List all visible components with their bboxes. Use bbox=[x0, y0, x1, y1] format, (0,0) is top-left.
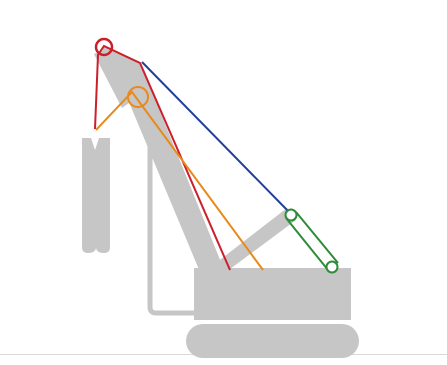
blue-rigging-line bbox=[141, 61, 292, 215]
green-rigging-line-lower bbox=[295, 211, 339, 264]
strut-arm bbox=[212, 208, 296, 272]
orange-pulley bbox=[127, 86, 149, 108]
support-pole bbox=[147, 140, 196, 316]
orange-rigging-line bbox=[95, 90, 264, 271]
machinery-house bbox=[194, 268, 351, 320]
boom-tip-arm bbox=[94, 50, 136, 108]
main-boom bbox=[103, 46, 225, 272]
green-rigging-line-upper bbox=[285, 217, 329, 271]
crawler-track bbox=[186, 324, 359, 358]
red-rigging-line bbox=[94, 44, 231, 271]
green-pulley-lower bbox=[325, 260, 339, 274]
green-pulley-upper bbox=[284, 208, 298, 222]
red-pulley bbox=[94, 37, 114, 57]
hanging-load bbox=[82, 138, 110, 253]
